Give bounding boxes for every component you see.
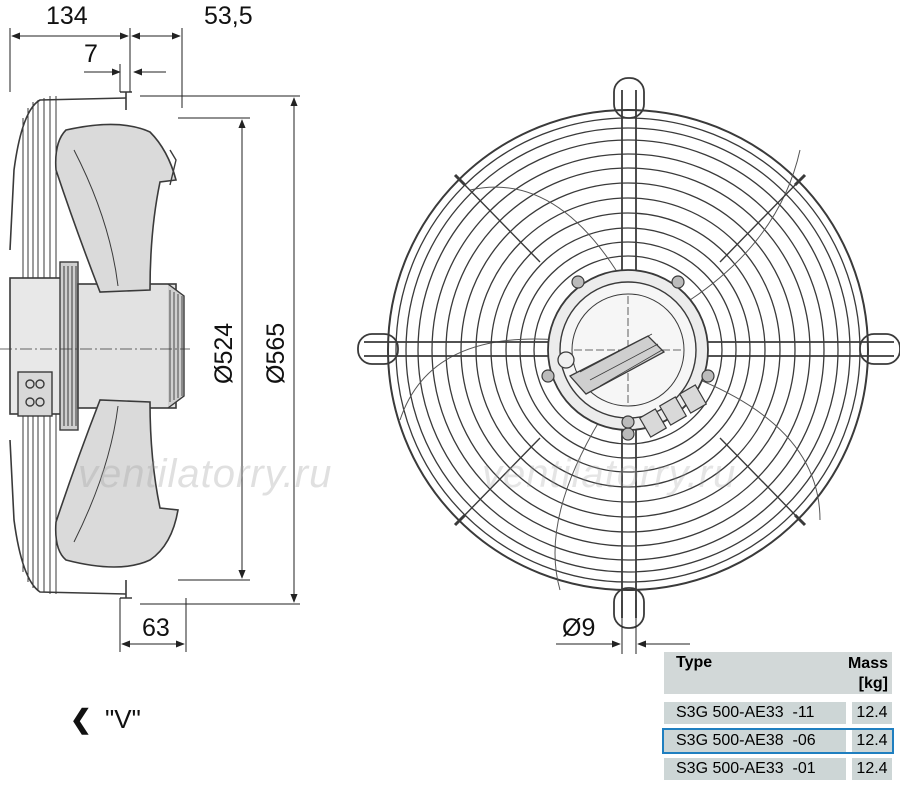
guard-ring — [431, 153, 825, 547]
table-row-selected[interactable]: S3G 500-AE38 -06 12.4 — [662, 728, 894, 754]
side-view — [0, 91, 190, 599]
mounting-brackets — [357, 77, 900, 629]
table-row[interactable]: S3G 500-AE33 -11 12.4 — [664, 702, 892, 724]
guard-ring — [505, 227, 751, 473]
chevron-left-icon: ❮ — [70, 704, 92, 734]
view-label-text: "V" — [105, 704, 141, 734]
hole-dimension — [556, 600, 690, 654]
mass-table-header: Type Mass [kg] — [664, 652, 892, 694]
table-row[interactable]: S3G 500-AE33 -01 12.4 — [664, 758, 892, 780]
motor-fins — [63, 266, 77, 426]
dim-565: Ø565 — [262, 323, 290, 384]
row-type: S3G 500-AE38 -06 — [664, 730, 846, 752]
dim-7: 7 — [84, 40, 98, 68]
guard-ring — [519, 241, 737, 459]
row-mass: 12.4 — [852, 702, 892, 724]
hub-screws — [541, 275, 715, 441]
side-dimensions — [9, 28, 300, 652]
guard-rings — [387, 109, 869, 591]
dim-63: 63 — [142, 614, 170, 642]
front-view — [357, 77, 900, 654]
guard-ring — [387, 109, 869, 591]
guard-ring — [460, 182, 796, 518]
hub-center — [571, 293, 685, 407]
header-mass: Mass [kg] — [844, 652, 892, 694]
guard-ring — [405, 127, 851, 573]
row-mass: 12.4 — [852, 758, 892, 780]
mass-table: Type Mass [kg] S3G 500-AE33 -11 12.4 S3G… — [662, 652, 894, 786]
terminal-box — [17, 371, 53, 417]
guard-ring — [533, 255, 723, 445]
header-mass-line2: [kg] — [858, 675, 888, 692]
side-guard-outline — [9, 97, 127, 595]
guard-ring — [475, 197, 781, 503]
row-mass: 12.4 — [852, 730, 892, 752]
cable-glands — [638, 384, 708, 438]
header-type: Type — [676, 654, 713, 671]
guard-ring — [417, 139, 839, 561]
view-label: ❮ "V" — [70, 704, 141, 735]
lower-blade — [54, 399, 179, 568]
row-type: S3G 500-AE33 -11 — [664, 702, 846, 724]
dim-134: 134 — [46, 2, 88, 30]
guard-ring — [445, 167, 811, 533]
side-dimension-labels: 134 53,5 7 63 Ø524 Ø565 — [46, 2, 290, 642]
dim-hole-9: Ø9 — [562, 614, 595, 642]
fan-hub — [77, 283, 177, 409]
dim-53-5: 53,5 — [204, 2, 253, 30]
header-mass-line1: Mass — [847, 655, 888, 672]
capacitor — [557, 333, 666, 395]
guard-ring — [490, 212, 766, 488]
upper-blade — [54, 123, 178, 293]
dim-524: Ø524 — [210, 323, 238, 384]
row-type: S3G 500-AE33 -01 — [664, 758, 846, 780]
